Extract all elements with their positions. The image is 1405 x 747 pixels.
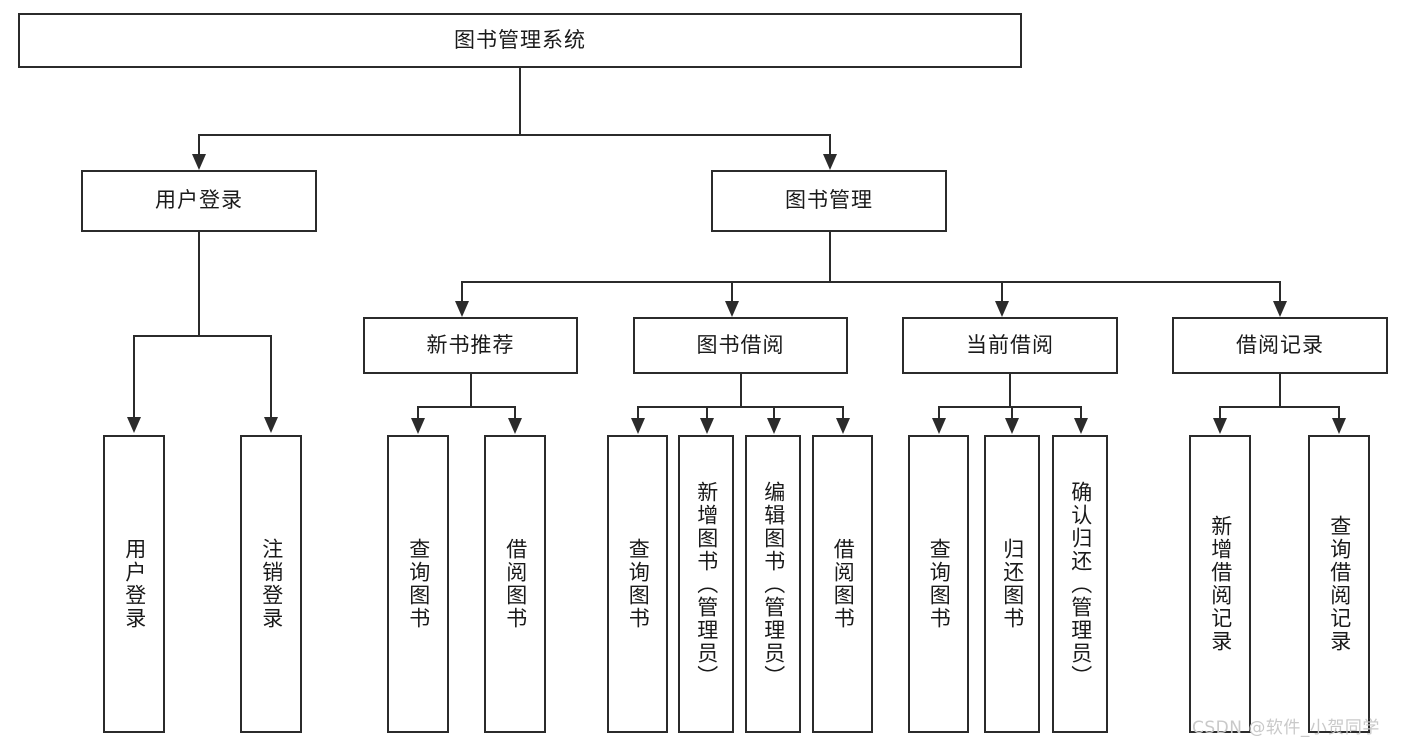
node-label: 编辑图书（管理员）	[761, 480, 786, 688]
node-label: 新增借阅记录	[1208, 515, 1233, 653]
arrow-current-borrow-leaf-3	[1074, 418, 1088, 434]
connector-root-bar	[198, 134, 830, 136]
connector-borrow-record-leaf-1	[1219, 406, 1221, 420]
node-borrowing-record[interactable]: 借阅记录	[1172, 317, 1388, 374]
node-label: 查询图书	[927, 538, 952, 630]
connector-user-login-trunk	[198, 232, 200, 336]
connector-user-login-leaf-1	[133, 335, 135, 419]
leaf-query-book-current[interactable]: 查询图书	[908, 435, 969, 733]
node-label: 借阅记录	[1236, 332, 1324, 357]
arrow-new-book-leaf-1	[411, 418, 425, 434]
connector-borrow-leaf-1	[637, 406, 639, 420]
connector-borrow-leaf-3	[773, 406, 775, 420]
node-book-borrowing[interactable]: 图书借阅	[633, 317, 848, 374]
leaf-logout[interactable]: 注销登录	[240, 435, 302, 733]
connector-current-borrow-trunk	[1009, 374, 1011, 407]
arrow-borrow-record-leaf-2	[1332, 418, 1346, 434]
arrow-borrow-leaf-2	[700, 418, 714, 434]
connector-current-borrow-leaf-2	[1011, 406, 1013, 420]
node-label: 查询图书	[406, 538, 431, 630]
node-label: 用户登录	[155, 188, 243, 213]
connector-to-borrow	[731, 281, 733, 303]
connector-new-book-trunk	[470, 374, 472, 407]
arrow-current-borrow-leaf-1	[932, 418, 946, 434]
node-label: 借阅图书	[831, 538, 856, 630]
node-label: 查询借阅记录	[1327, 515, 1352, 653]
node-label: 用户登录	[122, 538, 147, 630]
arrow-borrow-leaf-3	[767, 418, 781, 434]
arrow-current-borrow-leaf-2	[1005, 418, 1019, 434]
connector-current-borrow-leaf-1	[938, 406, 940, 420]
node-label: 当前借阅	[966, 332, 1054, 357]
connector-borrow-record-trunk	[1279, 374, 1281, 407]
connector-root-trunk	[519, 68, 521, 135]
node-label: 确认归还（管理员）	[1068, 480, 1093, 688]
node-label: 图书借阅	[696, 332, 785, 357]
connector-borrow-leaf-4	[842, 406, 844, 420]
connector-to-new-book	[461, 281, 463, 303]
node-label: 新书推荐	[426, 332, 515, 357]
connector-new-book-leaf-1	[417, 406, 419, 420]
leaf-confirm-return-admin[interactable]: 确认归还（管理员）	[1052, 435, 1108, 733]
leaf-user-login[interactable]: 用户登录	[103, 435, 165, 733]
leaf-query-borrow-record[interactable]: 查询借阅记录	[1308, 435, 1370, 733]
leaf-query-book-borrowing[interactable]: 查询图书	[607, 435, 668, 733]
connector-new-book-bar	[417, 406, 515, 408]
node-current-borrowing[interactable]: 当前借阅	[902, 317, 1118, 374]
leaf-add-book-admin[interactable]: 新增图书（管理员）	[678, 435, 734, 733]
node-label: 归还图书	[1000, 538, 1025, 630]
leaf-query-book-recommend[interactable]: 查询图书	[387, 435, 449, 733]
arrow-new-book-leaf-2	[508, 418, 522, 434]
arrow-to-borrow	[725, 301, 739, 317]
connector-user-login-bar	[133, 335, 271, 337]
connector-current-borrow-leaf-3	[1080, 406, 1082, 420]
node-new-book-recommendation[interactable]: 新书推荐	[363, 317, 578, 374]
connector-to-borrow-record	[1279, 281, 1281, 303]
connector-book-mgmt-bar	[461, 281, 1280, 283]
connector-borrow-leaf-2	[706, 406, 708, 420]
node-label: 图书管理系统	[454, 27, 586, 52]
leaf-return-book[interactable]: 归还图书	[984, 435, 1040, 733]
node-user-login[interactable]: 用户登录	[81, 170, 317, 232]
arrow-to-new-book	[455, 301, 469, 317]
connector-borrow-record-leaf-2	[1338, 406, 1340, 420]
leaf-borrow-book[interactable]: 借阅图书	[812, 435, 873, 733]
node-label: 借阅图书	[503, 538, 528, 630]
arrow-to-book-mgmt	[823, 154, 837, 170]
arrow-to-borrow-record	[1273, 301, 1287, 317]
node-root-book-management-system[interactable]: 图书管理系统	[18, 13, 1022, 68]
node-label: 新增图书（管理员）	[694, 480, 719, 688]
connector-new-book-leaf-2	[514, 406, 516, 420]
node-book-management[interactable]: 图书管理	[711, 170, 947, 232]
node-label: 注销登录	[259, 538, 284, 630]
arrow-to-user-login	[192, 154, 206, 170]
connector-borrow-trunk	[740, 374, 742, 407]
arrow-borrow-leaf-4	[836, 418, 850, 434]
connector-to-current-borrow	[1001, 281, 1003, 303]
arrow-user-login-leaf-1	[127, 417, 141, 433]
arrow-borrow-leaf-1	[631, 418, 645, 434]
connector-borrow-bar	[637, 406, 843, 408]
connector-to-user-login	[198, 134, 200, 156]
connector-borrow-record-bar	[1219, 406, 1339, 408]
arrow-user-login-leaf-2	[264, 417, 278, 433]
connector-current-borrow-bar	[938, 406, 1081, 408]
leaf-add-borrow-record[interactable]: 新增借阅记录	[1189, 435, 1251, 733]
leaf-edit-book-admin[interactable]: 编辑图书（管理员）	[745, 435, 801, 733]
connector-to-book-mgmt	[829, 134, 831, 156]
leaf-borrow-book-recommend[interactable]: 借阅图书	[484, 435, 546, 733]
arrow-borrow-record-leaf-1	[1213, 418, 1227, 434]
connector-book-mgmt-trunk	[829, 232, 831, 282]
node-label: 查询图书	[626, 538, 651, 630]
node-label: 图书管理	[785, 188, 873, 213]
arrow-to-current-borrow	[995, 301, 1009, 317]
connector-user-login-leaf-2	[270, 335, 272, 419]
